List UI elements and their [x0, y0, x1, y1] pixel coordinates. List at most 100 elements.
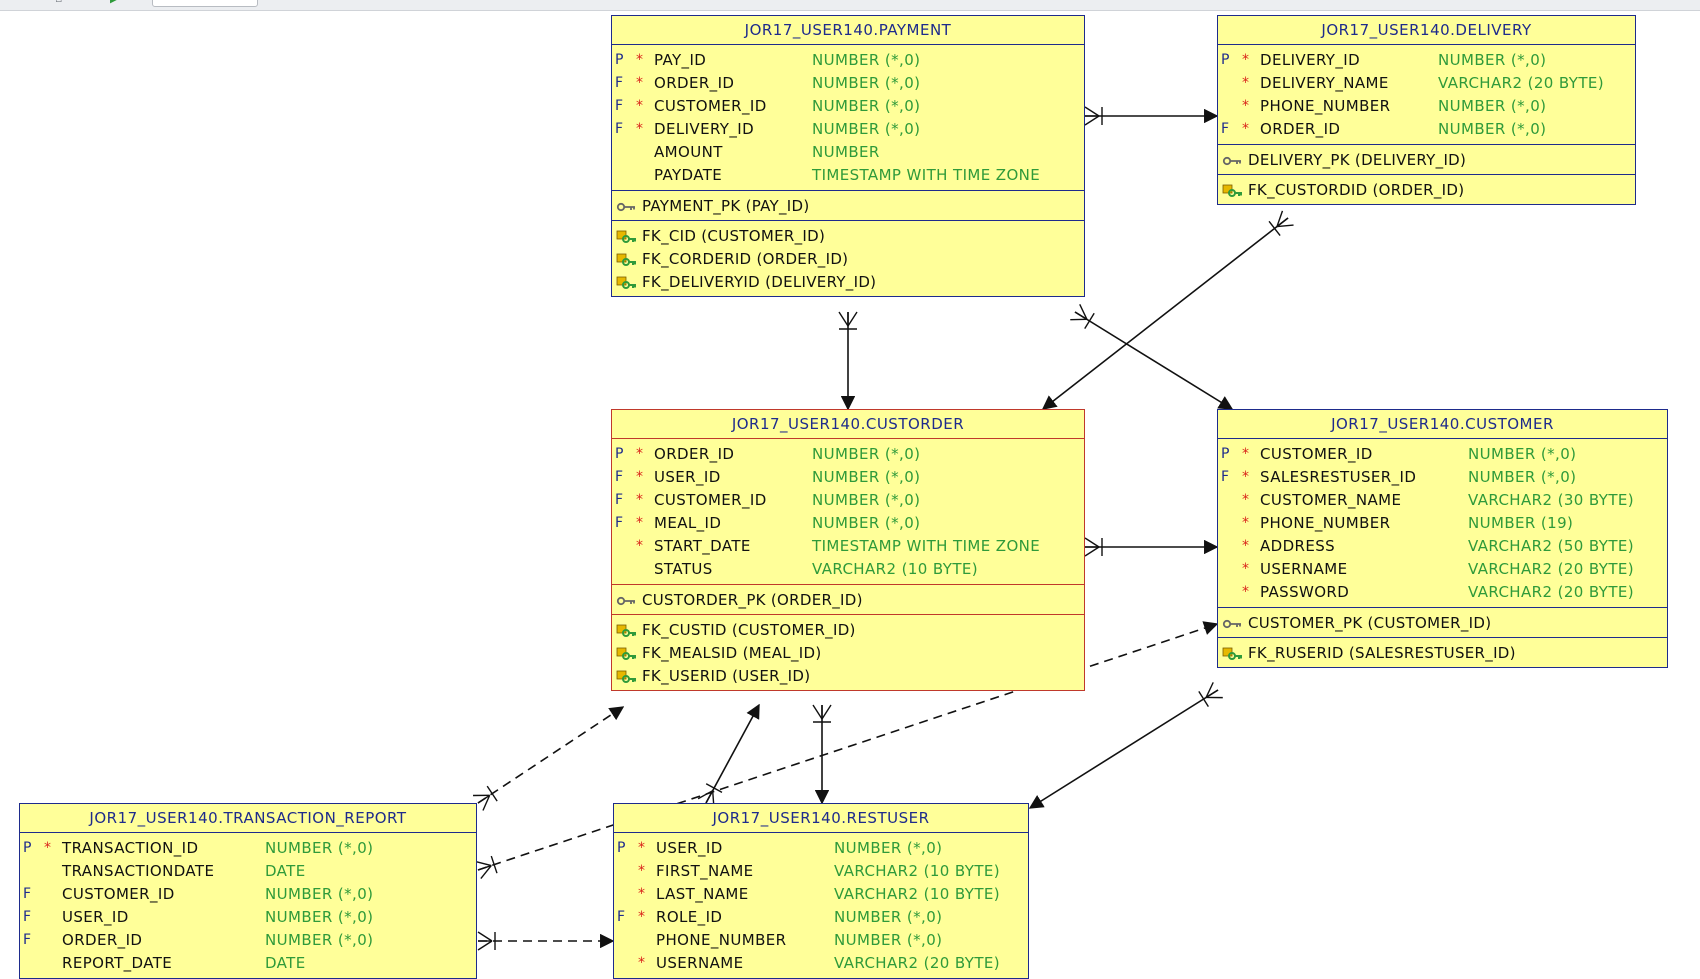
column-type: NUMBER (*,0)	[1468, 466, 1576, 489]
foreign-key-row[interactable]: FK_MEALSID (MEAL_ID)	[612, 642, 1084, 665]
column-type: NUMBER (*,0)	[812, 72, 920, 95]
crows-foot-marker	[475, 856, 497, 878]
key-marker: F	[23, 906, 31, 929]
primary-key-row[interactable]: PAYMENT_PK (PAY_ID)	[612, 195, 1084, 218]
foreign-key-row[interactable]: FK_CID (CUSTOMER_ID)	[612, 225, 1084, 248]
column-name: PAY_ID	[654, 49, 706, 72]
link-customer-restuser[interactable]	[1030, 690, 1218, 808]
column-type: TIMESTAMP WITH TIME ZONE	[812, 535, 1040, 558]
required-marker: *	[636, 535, 643, 558]
entity-title: JOR17_USER140.DELIVERY	[1218, 16, 1635, 45]
foreign-key-row[interactable]: FK_USERID (USER_ID)	[612, 665, 1084, 688]
column-type: NUMBER (*,0)	[1438, 118, 1546, 141]
column-name: USER_ID	[656, 837, 723, 860]
key-marker: F	[615, 118, 623, 141]
primary-key-row[interactable]: DELIVERY_PK (DELIVERY_ID)	[1218, 149, 1635, 172]
column-name: REPORT_DATE	[62, 952, 172, 975]
crows-foot-marker	[1269, 211, 1293, 236]
foreign-key-row[interactable]: FK_CORDERID (ORDER_ID)	[612, 248, 1084, 271]
required-marker: *	[1242, 512, 1249, 535]
column-name: PHONE_NUMBER	[656, 929, 786, 952]
required-marker: *	[1242, 535, 1249, 558]
foreign-key-row[interactable]: FK_CUSTID (CUSTOMER_ID)	[612, 619, 1084, 642]
fk-key-icon	[616, 647, 638, 661]
foreign-key-row[interactable]: FK_RUSERID (SALESRESTUSER_ID)	[1218, 642, 1667, 665]
entity-title: JOR17_USER140.RESTUSER	[614, 804, 1028, 833]
column-name: PASSWORD	[1260, 581, 1349, 604]
column-name: ORDER_ID	[654, 72, 734, 95]
foreign-key-label: FK_CORDERID (ORDER_ID)	[642, 248, 848, 271]
pk-key-icon	[1222, 154, 1244, 168]
foreign-key-row[interactable]: FK_DELIVERYID (DELIVERY_ID)	[612, 271, 1084, 294]
column-type: VARCHAR2 (10 BYTE)	[812, 558, 978, 581]
column-name: USERNAME	[656, 952, 744, 975]
column-row[interactable]: PHONE_NUMBER NUMBER (*,0)	[614, 929, 1028, 952]
column-type: NUMBER (*,0)	[812, 49, 920, 72]
primary-key-row[interactable]: CUSTORDER_PK (ORDER_ID)	[612, 589, 1084, 612]
key-marker: F	[1221, 118, 1229, 141]
required-marker: *	[638, 883, 645, 906]
required-marker: *	[638, 906, 645, 929]
required-marker: *	[638, 860, 645, 883]
foreign-key-section: FK_CUSTID (CUSTOMER_ID)FK_MEALSID (MEAL_…	[612, 615, 1084, 690]
required-marker: *	[636, 466, 643, 489]
column-type: NUMBER (*,0)	[834, 929, 942, 952]
foreign-key-row[interactable]: FK_CUSTORDID (ORDER_ID)	[1218, 179, 1635, 202]
column-type: NUMBER (*,0)	[812, 95, 920, 118]
required-marker: *	[1242, 558, 1249, 581]
link-transaction-custorder[interactable]	[478, 707, 623, 803]
column-name: PHONE_NUMBER	[1260, 95, 1390, 118]
primary-key-row[interactable]: CUSTOMER_PK (CUSTOMER_ID)	[1218, 612, 1667, 635]
key-marker: F	[23, 929, 31, 952]
primary-key-label: DELIVERY_PK (DELIVERY_ID)	[1248, 149, 1466, 172]
column-type: TIMESTAMP WITH TIME ZONE	[812, 164, 1040, 187]
link-payment-customer[interactable]	[1075, 312, 1232, 409]
column-name: DELIVERY_ID	[654, 118, 754, 141]
